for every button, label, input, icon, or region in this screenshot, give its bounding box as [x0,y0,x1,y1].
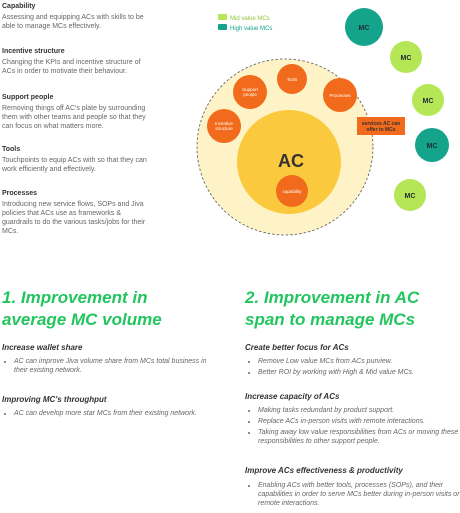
right-title: 2. Improvement in AC span to manage MCs [245,287,419,331]
definition-text: Assessing and equipping ACs with skills … [2,14,144,30]
node-tools-label: Tools [287,77,298,82]
definition-tools: Tools Touchpoints to equip ACs with so t… [2,146,150,174]
left-title: 1. Improvement in average MC volume [2,287,162,331]
node-capability [276,175,308,207]
mc-circle-high [415,128,449,162]
mc-circle-high [345,8,383,46]
bullet-item: AC can develop more star MCs from their … [14,409,214,418]
mc-label: MC [423,98,434,105]
definition-support-people: Support people Removing things off AC's … [2,94,150,131]
right-section-heading: Create better focus for ACs [245,343,349,352]
bullet-item: Replace ACs in-person visits with remote… [258,417,460,426]
mc-circle-mid [390,41,422,73]
left-section-bullets: AC can improve Jiva volume share from MC… [2,357,214,377]
mc-circle-mid [394,179,426,211]
bullet-item: AC can improve Jiva volume share from MC… [14,357,214,375]
services-callout [357,117,405,135]
mc-label: MC [359,25,370,32]
right-title-line1: 2. Improvement in AC [245,288,420,307]
bullet-item: Better ROI by working with High & Mid va… [258,368,460,377]
mc-label: MC [405,193,416,200]
mc-circle-mid [412,84,444,116]
right-section-bullets: Enabling ACs with better tools, processe… [246,481,460,510]
definition-text: Changing the KPIs and incentive structur… [2,59,141,75]
definition-capability: Capability Assessing and equipping ACs w… [2,3,150,31]
definition-text: Introducing new service flows, SOPs and … [2,201,146,235]
definition-heading: Processes [2,190,38,197]
node-capability-label: capability [283,189,303,194]
node-incentive-structure [207,109,241,143]
definition-heading: Tools [2,146,21,153]
ac-core-circle [237,110,341,214]
definition-heading: Capability [2,3,36,10]
left-section-heading: Increase wallet share [2,343,83,352]
right-section-heading: Improve ACs effectiveness & productivity [245,466,403,475]
bullet-item: Enabling ACs with better tools, processe… [258,481,460,508]
left-title-line1: 1. Improvement in [2,288,148,307]
legend-swatch-mid [218,14,227,20]
mc-label: MC [401,55,412,62]
ac-label: AC [278,151,304,171]
definition-incentive-structure: Incentive structure Changing the KPIs an… [2,48,150,76]
definition-processes: Processes Introducing new service flows,… [2,190,150,236]
definition-heading: Incentive structure [2,48,65,55]
bullet-item: Remove Low value MCs from ACs purview. [258,357,460,366]
node-support-people [233,75,267,109]
legend-label-high: High value MCs [230,26,272,32]
bullet-item: Making tasks redundant by product suppor… [258,406,460,415]
right-title-line2: span to manage MCs [245,310,416,329]
bullet-item: Taking away low value responsibilities f… [258,428,460,446]
node-processes [323,78,357,112]
right-section-heading: Increase capacity of ACs [245,392,340,401]
left-title-line2: average MC volume [2,310,162,329]
definition-text: Removing things off AC's plate by surrou… [2,105,146,130]
node-processes-label: Processes [329,93,351,98]
node-tools [277,64,307,94]
legend-label-mid: Mid value MCs [230,16,270,22]
mc-label: MC [427,143,438,150]
legend-swatch-high [218,24,227,30]
definition-heading: Support people [2,94,54,101]
left-section-bullets: AC can develop more star MCs from their … [2,409,214,420]
right-section-bullets: Remove Low value MCs from ACs purview. B… [246,357,460,379]
left-section-heading: Improving MC's throughput [2,395,107,404]
definition-text: Touchpoints to equip ACs with so that th… [2,157,147,173]
right-section-bullets: Making tasks redundant by product suppor… [246,406,460,448]
